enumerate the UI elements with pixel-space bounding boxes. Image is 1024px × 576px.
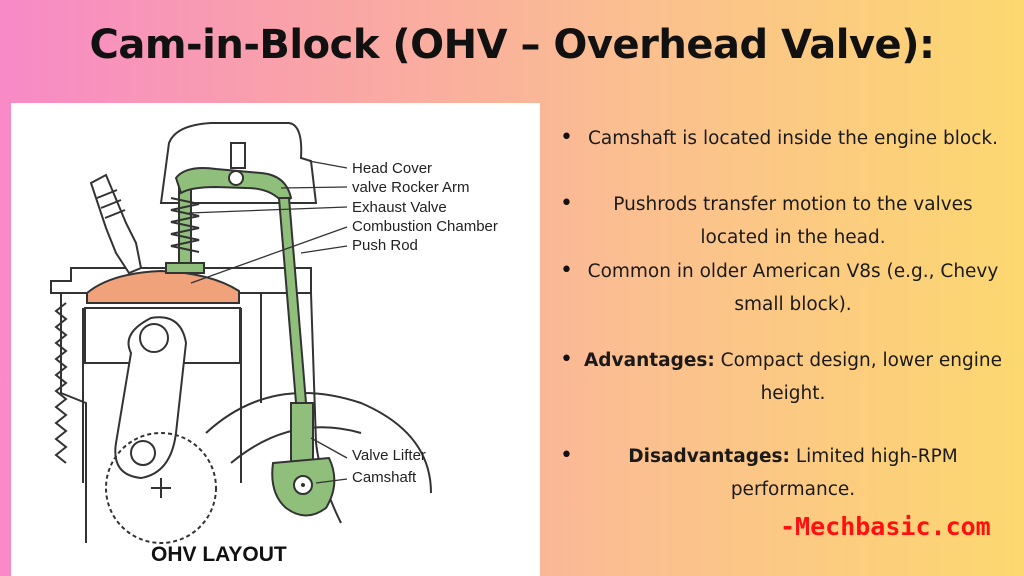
figure-caption: OHV LAYOUT	[151, 543, 287, 566]
bullet-text: Common in older American V8s (e.g., Chev…	[587, 261, 999, 315]
callout-rocker-arm: valve Rocker Arm	[352, 179, 470, 196]
exhaust-valve-head	[165, 262, 205, 274]
site-watermark: -Mechbasic.com	[780, 512, 991, 541]
bullet-text: Camshaft is located inside the engine bl…	[587, 128, 999, 149]
list-item: • Advantages: Compact design, lower engi…	[548, 344, 1018, 410]
connecting-rod	[114, 316, 188, 480]
callout-valve-lifter: Valve Lifter	[352, 447, 426, 464]
callout-head-cover: Head Cover	[352, 160, 433, 177]
callout-exhaust-valve: Exhaust Valve	[352, 199, 447, 216]
engine-illustration	[50, 122, 432, 544]
cam-gear-arc	[205, 392, 432, 494]
list-item: • Common in older American V8s (e.g., Ch…	[548, 255, 1018, 321]
bullet-body: Compact design, lower engine height.	[714, 350, 1003, 404]
bullet-body: Limited high-RPM performance.	[730, 446, 958, 500]
page-title: Cam-in-Block (OHV – Overhead Valve):	[89, 22, 935, 68]
bullet-dot: •	[560, 125, 573, 150]
list-item: • Pushrods transfer motion to the valves…	[548, 188, 1018, 254]
bullet-text: Pushrods transfer motion to the valves l…	[613, 194, 973, 248]
ohv-diagram: Head Cover valve Rocker Arm Exhaust Valv…	[11, 103, 540, 576]
callout-push-rod: Push Rod	[352, 237, 418, 254]
valve-spring	[170, 197, 200, 253]
bullet-dot: •	[560, 191, 573, 216]
bullet-dot: •	[560, 443, 573, 468]
bullet-text: Advantages: Compact design, lower engine…	[578, 344, 1008, 410]
bullet-label: Advantages:	[583, 350, 715, 371]
bullet-dot: •	[560, 347, 573, 372]
bullet-dot: •	[560, 258, 573, 283]
bullet-label: Disadvantages:	[628, 446, 790, 467]
list-item: • Disadvantages: Limited high-RPM perfor…	[548, 440, 1018, 506]
cooling-fins	[54, 302, 68, 464]
callout-combustion-chamber: Combustion Chamber	[352, 218, 498, 235]
crankshaft-gear	[105, 432, 217, 544]
bullet-text: Disadvantages: Limited high-RPM performa…	[578, 440, 1008, 506]
list-item: • Camshaft is located inside the engine …	[548, 122, 1018, 155]
callout-camshaft: Camshaft	[352, 469, 417, 486]
valve-lifter	[290, 402, 314, 464]
